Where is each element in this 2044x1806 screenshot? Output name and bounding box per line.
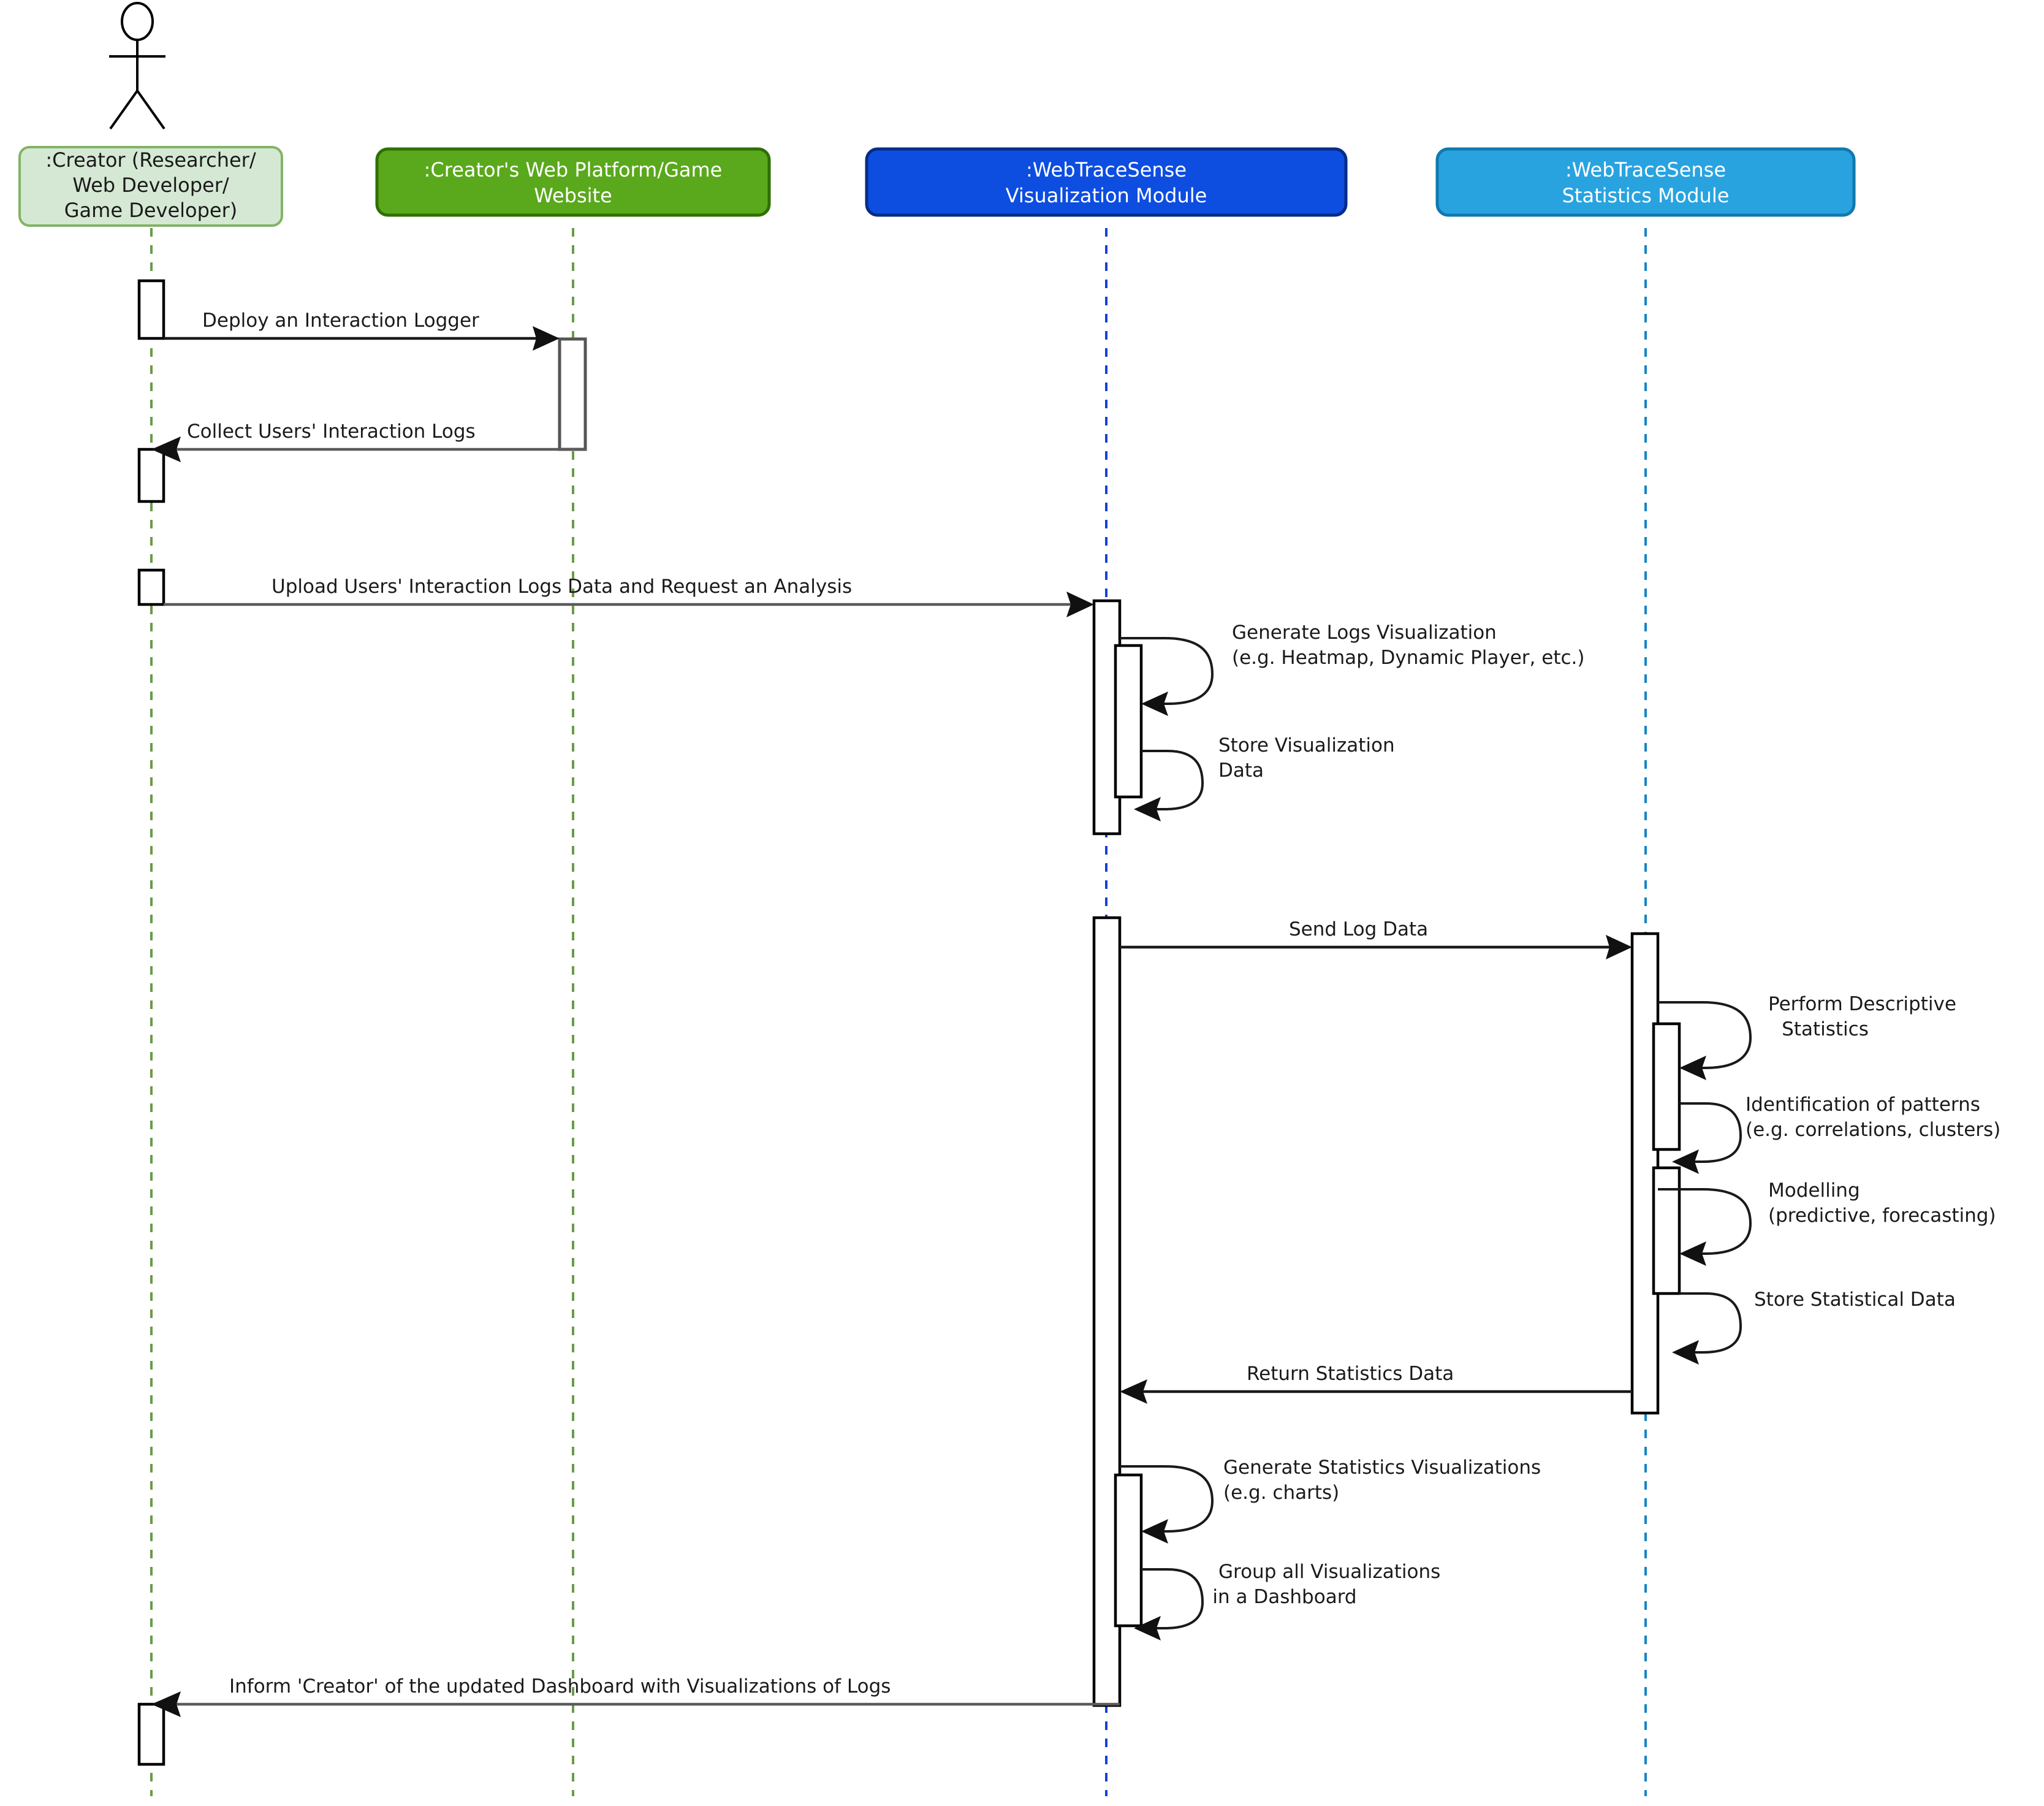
- message-store-statistical-data[interactable]: Store Statistical Data: [1672, 1289, 1956, 1365]
- activation-bar-creator-3: [137, 568, 165, 606]
- participant-label-viz-module-line2: Visualization Module: [1006, 184, 1207, 207]
- message-group-all-visualizations[interactable]: Group all Visualizations in a Dashboard: [1134, 1561, 1440, 1640]
- message-label-14: Inform 'Creator' of the updated Dashboar…: [229, 1675, 891, 1697]
- activation-bar-viz-2-nested: [1114, 1473, 1143, 1628]
- message-perform-descriptive-statistics[interactable]: Perform Descriptive Statistics: [1658, 993, 1956, 1080]
- participant-box-web-platform[interactable]: [375, 147, 771, 217]
- message-inform-creator-dashboard[interactable]: Inform 'Creator' of the updated Dashboar…: [151, 1675, 1120, 1717]
- participant-header-stats-module[interactable]: :WebTraceSense Statistics Module: [1435, 147, 1856, 217]
- message-upload-logs-request-analysis[interactable]: Upload Users' Interaction Logs Data and …: [164, 576, 1094, 617]
- message-label-7-line2: Statistics: [1782, 1018, 1869, 1040]
- message-label-2: Collect Users' Interaction Logs: [187, 421, 476, 443]
- message-label-11: Return Statistics Data: [1247, 1363, 1454, 1385]
- participant-box-viz-module[interactable]: [865, 147, 1348, 217]
- message-identification-of-patterns[interactable]: Identification of patterns (e.g. correla…: [1672, 1094, 2000, 1174]
- message-label-13-line2: in a Dashboard: [1212, 1586, 1356, 1608]
- message-label-3: Upload Users' Interaction Logs Data and …: [272, 576, 852, 598]
- participant-label-viz-module-line1: :WebTraceSense: [1026, 158, 1187, 181]
- participant-header-web-platform[interactable]: :Creator's Web Platform/Game Website: [375, 147, 771, 217]
- participant-header-viz-module[interactable]: :WebTraceSense Visualization Module: [865, 147, 1348, 217]
- participant-box-creator[interactable]: [18, 146, 283, 227]
- message-label-10: Store Statistical Data: [1754, 1289, 1956, 1311]
- participant-label-creator-line2: Web Developer/: [72, 173, 229, 197]
- message-send-log-data[interactable]: Send Log Data: [1120, 918, 1632, 959]
- activation-bar-creator-4: [137, 1702, 165, 1766]
- message-label-5-line1: Store Visualization: [1218, 734, 1395, 756]
- message-label-7-line1: Perform Descriptive: [1768, 993, 1956, 1015]
- activation-bar-web-platform-1: [558, 337, 587, 451]
- participant-label-web-platform-line1: :Creator's Web Platform/Game: [424, 158, 723, 181]
- message-label-1: Deploy an Interaction Logger: [202, 310, 479, 332]
- participant-box-stats-module[interactable]: [1435, 147, 1856, 217]
- participant-header-creator[interactable]: :Creator (Researcher/ Web Developer/ Gam…: [18, 146, 283, 227]
- message-collect-interaction-logs[interactable]: Collect Users' Interaction Logs: [151, 421, 585, 462]
- message-label-8-line1: Identification of patterns: [1746, 1094, 1980, 1116]
- message-return-statistics-data[interactable]: Return Statistics Data: [1120, 1363, 1632, 1404]
- message-label-12-line2: (e.g. charts): [1223, 1482, 1339, 1504]
- message-label-6: Send Log Data: [1289, 918, 1428, 940]
- participant-label-web-platform-line2: Website: [534, 184, 612, 207]
- participant-label-creator-line3: Game Developer): [64, 199, 238, 222]
- message-label-12-line1: Generate Statistics Visualizations: [1223, 1457, 1541, 1479]
- activation-bar-stats-nested-1: [1652, 1022, 1681, 1151]
- message-label-8-line2: (e.g. correlations, clusters): [1746, 1119, 2000, 1141]
- activation-bar-viz-1-nested: [1114, 644, 1143, 799]
- message-label-5-line2: Data: [1218, 760, 1264, 782]
- message-deploy-interaction-logger[interactable]: Deploy an Interaction Logger: [164, 310, 560, 351]
- message-generate-statistics-visualizations[interactable]: Generate Statistics Visualizations (e.g.…: [1120, 1457, 1541, 1544]
- message-label-9-line2: (predictive, forecasting): [1768, 1205, 1996, 1227]
- activation-bars: [137, 279, 1681, 1766]
- message-label-4-line2: (e.g. Heatmap, Dynamic Player, etc.): [1232, 647, 1584, 669]
- message-store-visualization-data[interactable]: Store Visualization Data: [1134, 734, 1395, 821]
- participant-label-creator-line1: :Creator (Researcher/: [45, 148, 256, 172]
- actor-stick-figure: [109, 2, 165, 130]
- activation-bar-creator-1: [137, 279, 165, 340]
- participant-label-stats-module-line2: Statistics Module: [1562, 184, 1730, 207]
- message-label-4-line1: Generate Logs Visualization: [1232, 622, 1497, 644]
- message-label-13-line1: Group all Visualizations: [1218, 1561, 1440, 1583]
- message-generate-logs-visualization[interactable]: Generate Logs Visualization (e.g. Heatma…: [1120, 622, 1584, 716]
- participant-label-stats-module-line1: :WebTraceSense: [1565, 158, 1726, 181]
- message-label-9-line1: Modelling: [1768, 1179, 1860, 1202]
- message-modelling[interactable]: Modelling (predictive, forecasting): [1658, 1179, 1996, 1266]
- activation-bar-stats-nested-2: [1652, 1166, 1681, 1295]
- activation-bar-creator-2: [137, 448, 165, 503]
